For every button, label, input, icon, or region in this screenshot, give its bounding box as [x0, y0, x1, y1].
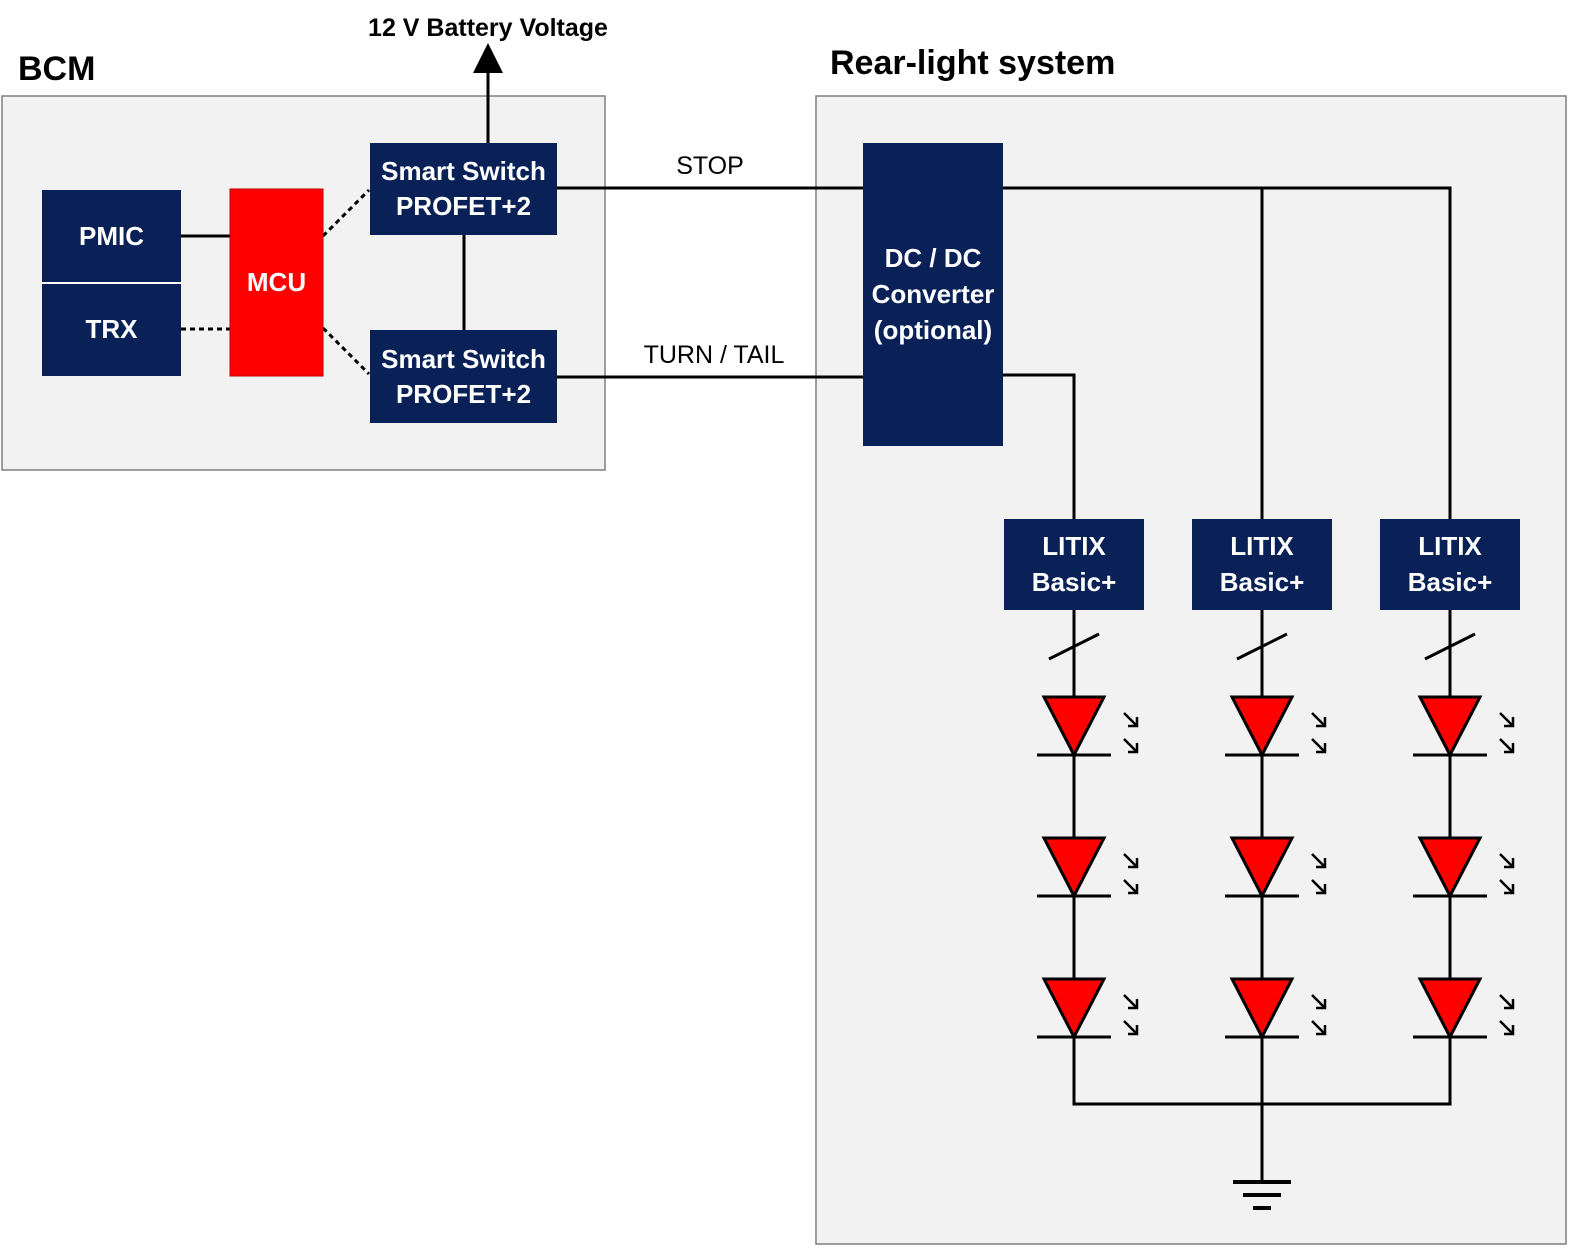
led-string-3: LITIX Basic+ [1380, 519, 1520, 1041]
smart-switch-bottom: Smart Switch PROFET+2 [370, 330, 557, 423]
litix-driver-label: LITIX [1418, 531, 1482, 561]
led-icon [1413, 977, 1515, 1041]
led-icon [1037, 695, 1139, 759]
switch-bottom-line1: Smart Switch [381, 344, 546, 374]
led-icon [1225, 695, 1327, 759]
litix-driver-label: LITIX [1230, 531, 1294, 561]
supply-label: 12 V Battery Voltage [368, 14, 608, 42]
bus-slash-icon [1048, 632, 1100, 661]
led-strings: LITIX Basic+ LITIX Basic+ LITIX Basic+ [1004, 519, 1520, 1041]
rear-light-title: Rear-light system [830, 44, 1115, 82]
led-icon [1037, 836, 1139, 900]
litix-driver-label: Basic+ [1220, 567, 1305, 597]
led-string-1: LITIX Basic+ [1004, 519, 1144, 1041]
litix-driver-label: Basic+ [1032, 567, 1117, 597]
mcu-block: MCU [229, 188, 324, 377]
litix-driver-3: LITIX Basic+ [1380, 519, 1520, 610]
mcu-switch-top-link [321, 188, 371, 238]
led-icon [1413, 695, 1515, 759]
stop-bus-wire [1003, 186, 1452, 519]
mcu-switch-bottom-link [321, 326, 371, 376]
dcdc-line1: DC / DC [885, 243, 982, 273]
led-icon [1413, 836, 1515, 900]
trx-block: TRX [42, 284, 181, 376]
bus-slash-icon [1424, 632, 1476, 661]
turn-tail-label: TURN / TAIL [644, 341, 785, 369]
bcm-title: BCM [18, 50, 95, 88]
smart-switch-top: Smart Switch PROFET+2 [370, 143, 557, 235]
led-icon [1037, 977, 1139, 1041]
led-string-2: LITIX Basic+ [1192, 519, 1332, 1041]
switch-top-line2: PROFET+2 [396, 191, 531, 221]
stop-label: STOP [676, 152, 744, 180]
litix-driver-2: LITIX Basic+ [1192, 519, 1332, 610]
led-icon [1225, 977, 1327, 1041]
ground-icon [1233, 1180, 1291, 1210]
bus-slash-icon [1236, 632, 1288, 661]
dcdc-line2: Converter [872, 279, 995, 309]
litix-driver-1: LITIX Basic+ [1004, 519, 1144, 610]
litix-driver-label: LITIX [1042, 531, 1106, 561]
tail-branch-left-wire [1003, 373, 1076, 519]
dcdc-line3: (optional) [874, 315, 992, 345]
dcdc-converter-block: DC / DC Converter (optional) [863, 143, 1003, 446]
switch-top-line1: Smart Switch [381, 156, 546, 186]
led-icon [1225, 836, 1327, 900]
switch-bottom-line2: PROFET+2 [396, 379, 531, 409]
pmic-label: PMIC [79, 221, 144, 251]
litix-driver-label: Basic+ [1408, 567, 1493, 597]
trx-label: TRX [86, 314, 139, 344]
mcu-label: MCU [247, 267, 306, 297]
pmic-block: PMIC [42, 190, 181, 282]
